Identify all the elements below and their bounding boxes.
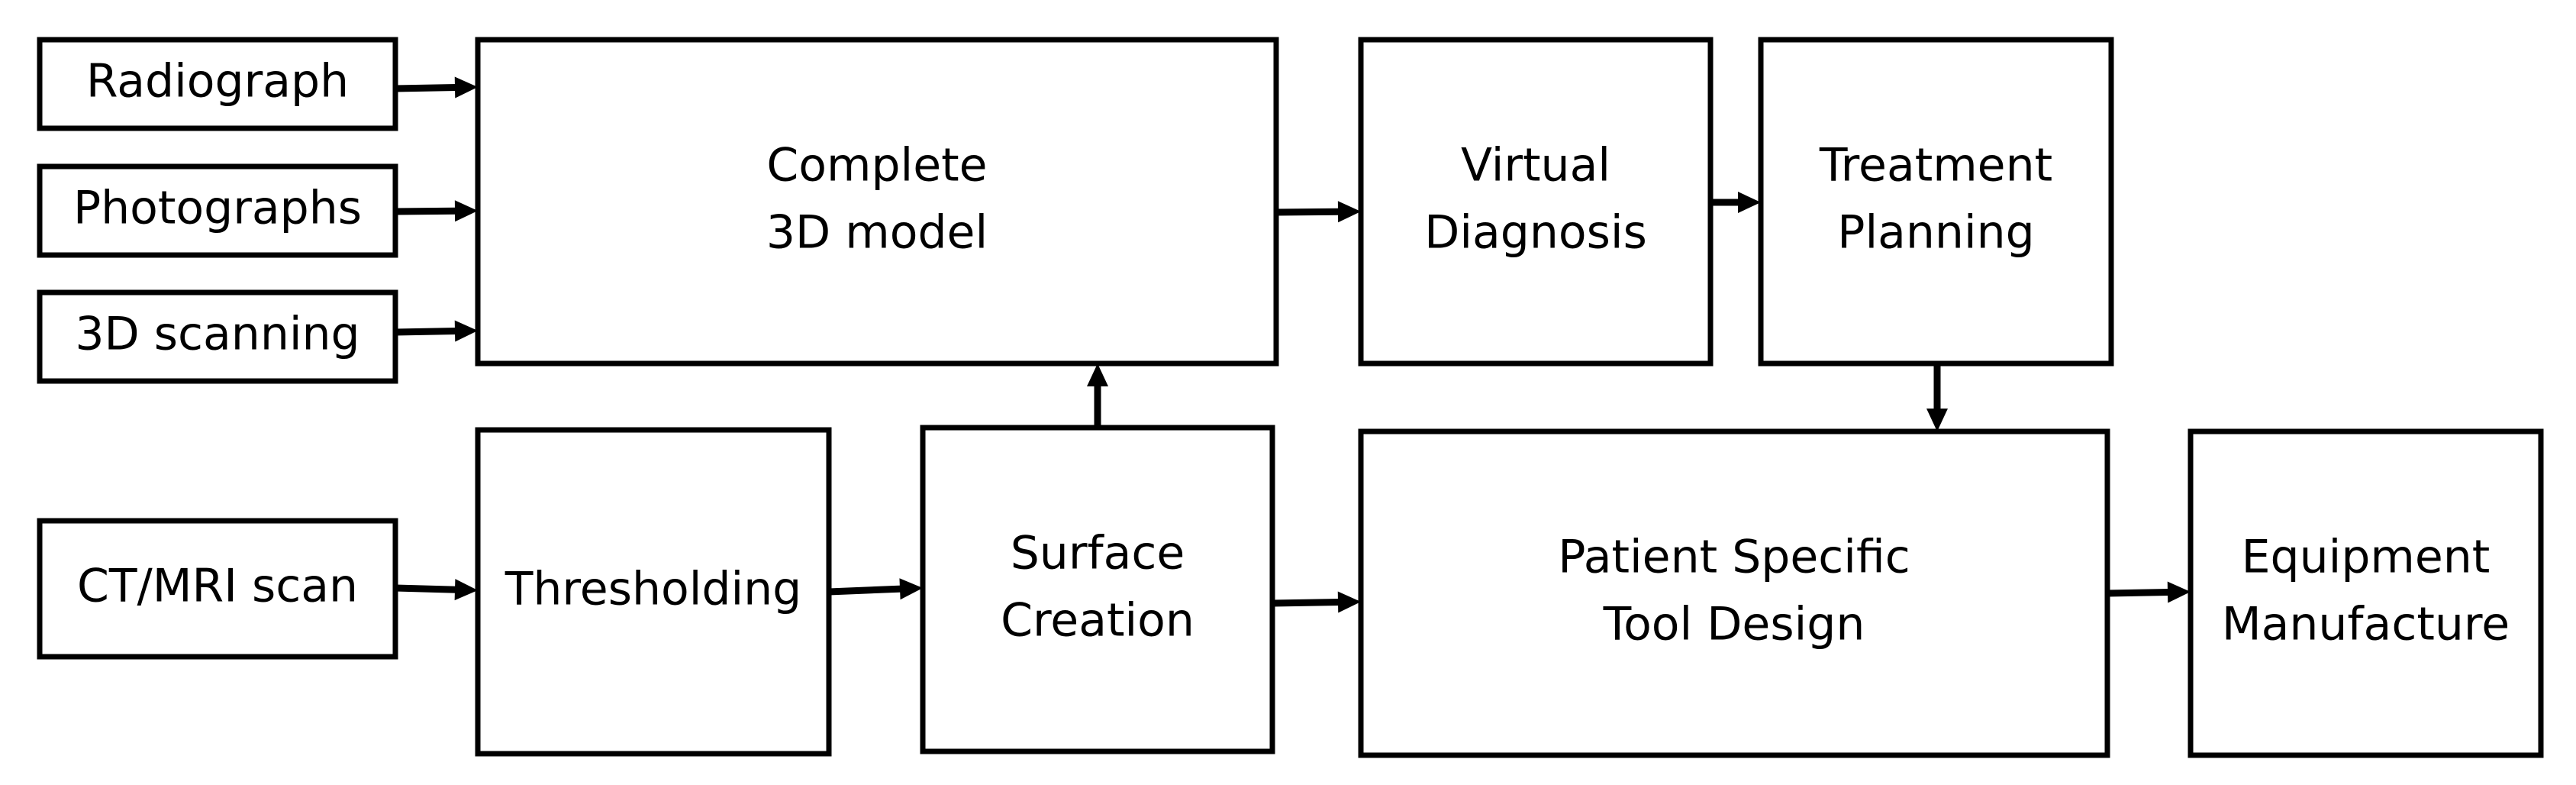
node-label: 3D scanning (75, 308, 359, 361)
node-complete-3d-model: Complete 3D model (475, 37, 1279, 367)
node-box (475, 427, 832, 757)
node-photographs: Photographs (37, 163, 398, 258)
node-label: Surface (1011, 527, 1185, 580)
node-thresholding: Thresholding (475, 427, 832, 757)
node-radiograph: Radiograph (37, 37, 398, 131)
arrow-complete-3d-model-to-virtual-diagnosis (1275, 201, 1361, 223)
arrow-treatment-planning-to-patient-specific-tool-design (1926, 363, 1948, 431)
arrow-ct-mri-scan-to-thresholding (395, 579, 478, 601)
node-box (2188, 428, 2544, 758)
node-label: CT/MRI scan (77, 560, 358, 613)
arrow-shaft (828, 585, 902, 596)
node-label: Treatment (1819, 139, 2052, 192)
arrowhead-icon (1337, 591, 1361, 613)
node-label: Radiograph (86, 55, 349, 108)
arrowhead-icon (454, 320, 478, 342)
arrow-surface-creation-to-patient-specific-tool-design (1272, 591, 1361, 613)
node-label: Patient Specific (1558, 531, 1910, 584)
node-box (37, 37, 398, 131)
node-3d-scanning: 3D scanning (37, 289, 398, 384)
arrowhead-icon (454, 200, 478, 222)
arrowhead-icon (899, 578, 923, 600)
arrowhead-icon (1087, 363, 1108, 386)
node-label: Complete (766, 139, 987, 192)
arrow-shaft (395, 84, 457, 92)
arrow-shaft (395, 207, 457, 215)
arrow-3d-scanning-to-complete-3d-model (395, 320, 478, 342)
node-box (37, 289, 398, 384)
node-label: Diagnosis (1424, 206, 1647, 260)
arrow-virtual-diagnosis-to-treatment-planning (1710, 192, 1761, 213)
arrow-shaft (395, 584, 457, 593)
arrowhead-icon (1337, 201, 1361, 223)
node-box (37, 518, 398, 660)
arrow-shaft (395, 328, 457, 336)
arrowhead-icon (454, 579, 478, 601)
node-label: Equipment (2242, 531, 2491, 584)
node-box (1358, 428, 2110, 758)
node-label: Photographs (73, 182, 362, 235)
arrow-patient-specific-tool-design-to-equipment-manufacture (2107, 581, 2191, 603)
arrowhead-icon (2167, 581, 2191, 603)
arrow-photographs-to-complete-3d-model (395, 200, 478, 222)
node-box (1758, 37, 2114, 367)
node-box (1358, 37, 1714, 367)
node-label: Manufacture (2222, 598, 2510, 651)
arrowhead-icon (1738, 192, 1761, 213)
arrowhead-icon (454, 76, 478, 99)
arrowhead-icon (1926, 409, 1948, 431)
node-ct-mri-scan: CT/MRI scan (37, 518, 398, 660)
node-label: Tool Design (1603, 598, 1865, 651)
arrow-radiograph-to-complete-3d-model (395, 76, 478, 99)
arrow-surface-creation-to-complete-3d-model (1087, 363, 1108, 428)
arrow-thresholding-to-surface-creation (828, 578, 923, 600)
node-box (475, 37, 1279, 367)
node-label: Planning (1837, 206, 2034, 260)
node-box (920, 425, 1275, 754)
arrow-shaft (1272, 598, 1340, 607)
node-label: Thresholding (505, 563, 801, 616)
node-box (37, 163, 398, 258)
node-label: 3D model (766, 206, 988, 260)
node-label: Virtual (1461, 139, 1610, 192)
node-label: Creation (1001, 594, 1195, 648)
